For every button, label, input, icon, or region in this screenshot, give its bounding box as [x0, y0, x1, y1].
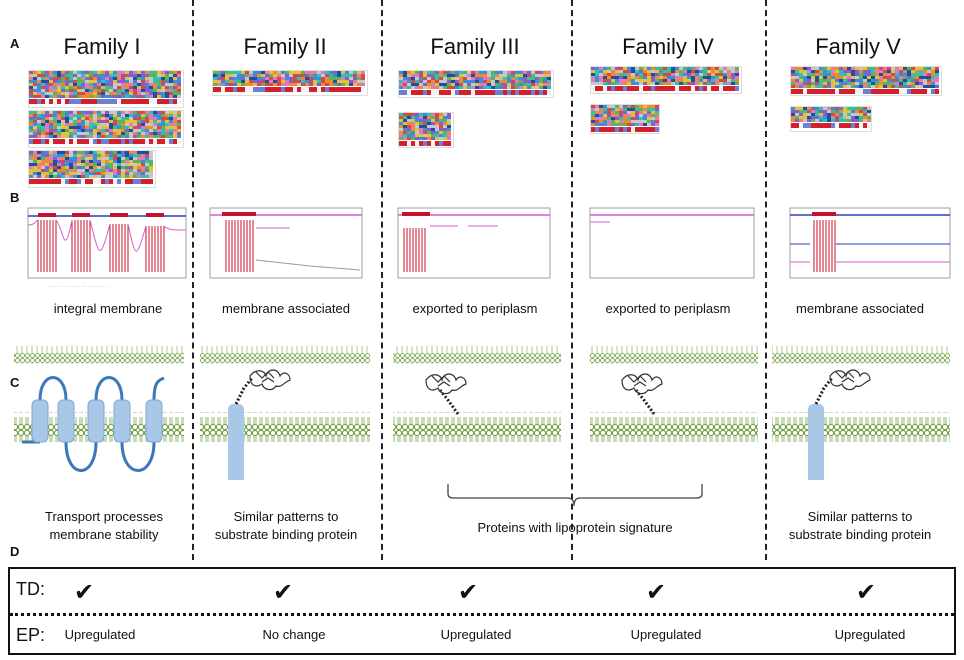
- topology-plot-family-1: · · · · · · · · · · · · · · · · · · · ·: [27, 207, 187, 290]
- alignment-thumbnail: [590, 66, 742, 94]
- alignment-thumbnail: [28, 70, 184, 108]
- localization-label: integral membrane: [53, 301, 163, 316]
- panel-label-a: A: [10, 36, 20, 51]
- localization-label: exported to periplasm: [605, 301, 731, 316]
- membrane-schematic-panel: [14, 346, 950, 480]
- ep-value: No change: [262, 627, 326, 642]
- outer-membrane: [14, 346, 950, 364]
- ep-value: Upregulated: [834, 627, 906, 642]
- lipoprotein-icon: [621, 373, 663, 415]
- grouping-brace-icon: [447, 484, 703, 507]
- alignment-thumbnail: [212, 70, 368, 96]
- function-line: substrate binding protein: [788, 527, 932, 542]
- row-divider: [10, 613, 954, 616]
- family-title: Family III: [430, 34, 520, 59]
- localization-label: membrane associated: [796, 301, 924, 316]
- function-line: Similar patterns to: [807, 509, 913, 524]
- panel-label-b: B: [10, 190, 20, 205]
- checkmark-icon: ✔: [458, 579, 479, 606]
- localization-label: exported to periplasm: [412, 301, 538, 316]
- checkmark-icon: ✔: [646, 579, 667, 606]
- checkmark-icon: ✔: [74, 579, 95, 606]
- function-line: substrate binding protein: [214, 527, 358, 542]
- anchored-protein-icon: [228, 369, 291, 480]
- topology-plot-family-2: [209, 207, 363, 279]
- alignment-thumbnail: [790, 66, 942, 96]
- summary-table: TD: EP: ✔ ✔ ✔ ✔ ✔ Upregulated No change …: [8, 567, 956, 655]
- lipoprotein-icon: [425, 373, 467, 415]
- family-title: Family I: [63, 34, 141, 59]
- alignment-thumbnail: [28, 110, 184, 148]
- checkmark-icon: ✔: [273, 579, 294, 606]
- ep-value: Upregulated: [440, 627, 512, 642]
- function-line: Similar patterns to: [233, 509, 339, 524]
- anchored-protein-icon: [808, 369, 871, 480]
- panel-label-d: D: [10, 544, 20, 559]
- ep-value: Upregulated: [64, 627, 136, 642]
- topology-plot-panel: · · · · · · · · · · · · · · · · · · · ·: [27, 207, 951, 290]
- function-label: Transport processes membrane stability: [14, 508, 194, 544]
- topology-plot-family-3: [397, 207, 551, 279]
- family-title: Family IV: [622, 34, 714, 59]
- shared-function-label: Proteins with lipoprotein signature: [477, 520, 673, 535]
- alignment-thumbnail: [28, 150, 156, 188]
- ep-value: Upregulated: [630, 627, 702, 642]
- panel-label-c: C: [10, 375, 20, 390]
- multipass-transporter-icon: [22, 376, 165, 472]
- td-row-label: TD:: [16, 579, 45, 599]
- topology-plot-family-4: [589, 207, 755, 279]
- alignment-thumbnail: [590, 104, 660, 134]
- family-title: Family II: [243, 34, 327, 59]
- ep-row-label: EP:: [16, 625, 46, 645]
- localization-label: membrane associated: [222, 301, 350, 316]
- family-title: Family V: [815, 34, 901, 59]
- function-label: Similar patterns to substrate binding pr…: [196, 508, 376, 544]
- column-divider: [192, 0, 194, 560]
- column-divider: [765, 0, 767, 560]
- svg-text:· · · · · · · · · · · · · · ·: · · · · · · · · · · · · · · · · · · · ·: [48, 284, 108, 290]
- alignment-thumbnail: [398, 70, 554, 98]
- function-line: membrane stability: [49, 527, 159, 542]
- function-line: Transport processes: [44, 509, 163, 524]
- alignment-thumbnail: [790, 106, 872, 132]
- column-divider: [381, 0, 383, 560]
- column-divider: [571, 0, 573, 560]
- alignment-thumbnail: [398, 112, 454, 148]
- topology-plot-family-5: [789, 207, 951, 279]
- checkmark-icon: ✔: [856, 579, 877, 606]
- function-label: Similar patterns to substrate binding pr…: [770, 508, 950, 544]
